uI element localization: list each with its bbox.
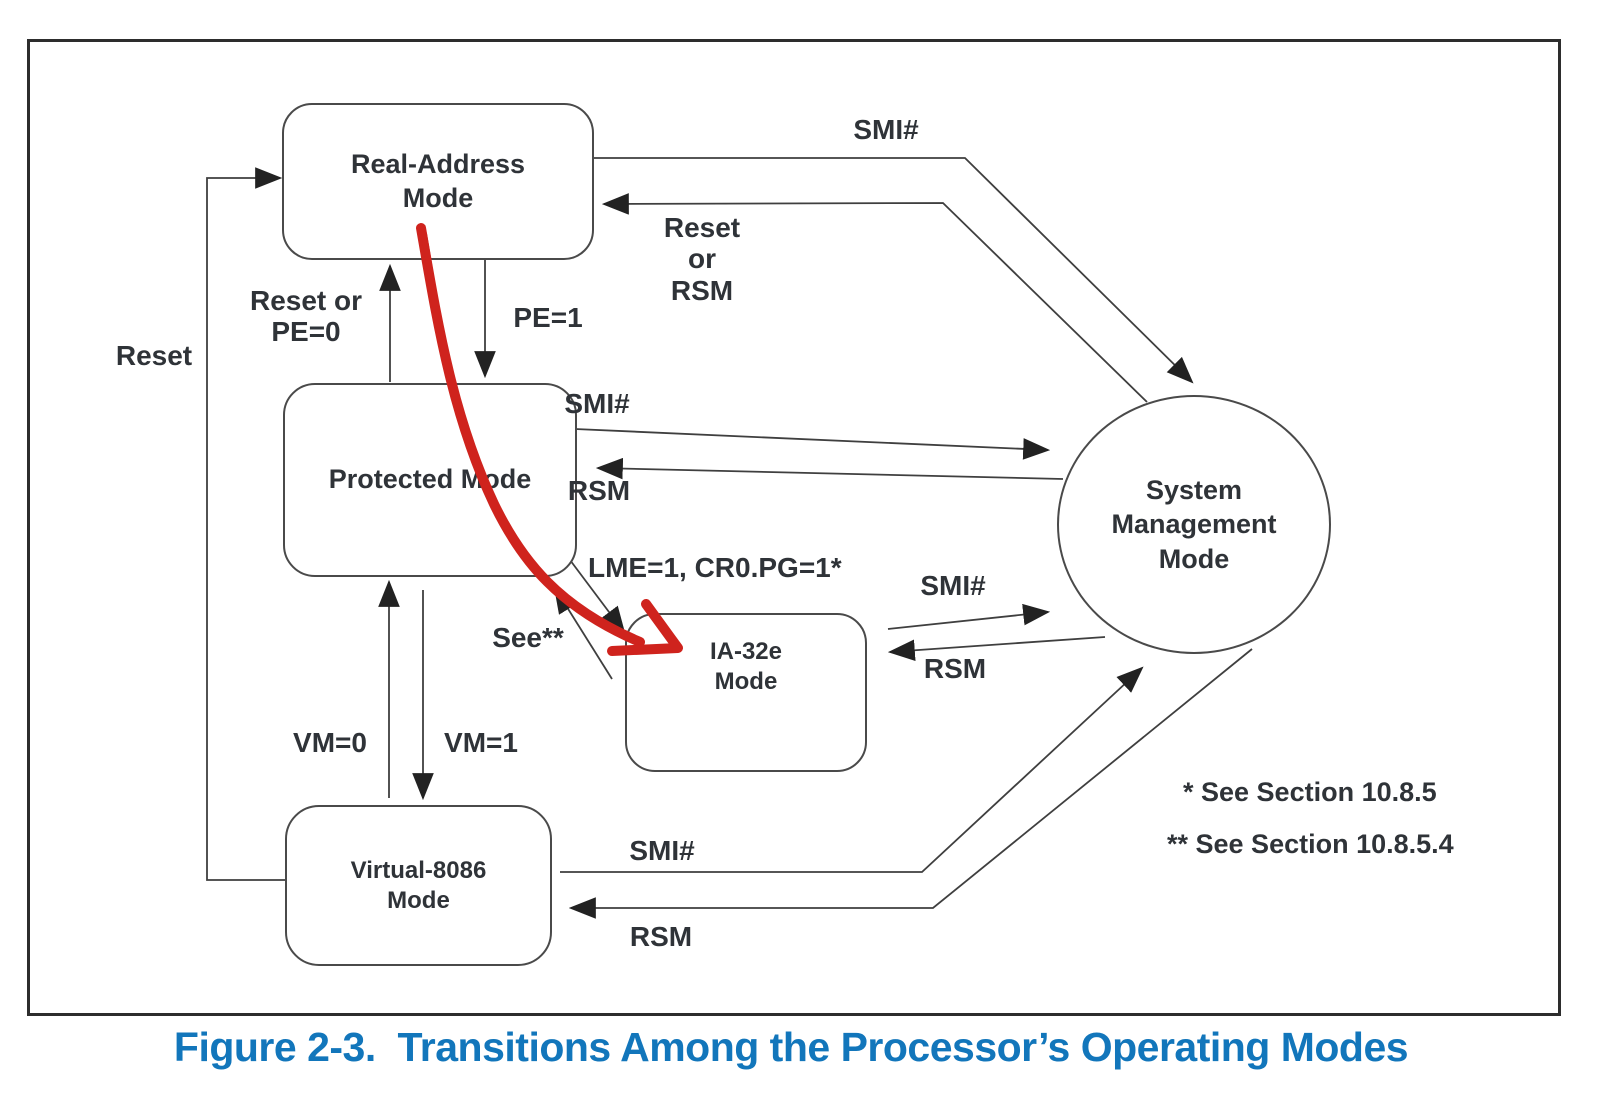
edge-label-smi-protected: SMI# [564,388,630,419]
node-protected-mode: Protected Mode [283,383,577,577]
edge-label-reset-or-rsm: Reset or RSM [663,212,741,306]
edge-reset-v86-to-real [206,167,285,881]
edge-smi-real-to-smm [592,157,1194,384]
edge-rsm-smm-to-protected [595,457,1064,480]
edge-label-rsm-v86: RSM [629,921,693,952]
figure-caption: Figure 2-3. Transitions Among the Proces… [173,1024,1409,1070]
footnote-see-section-1085: * See Section 10.8.5 [1183,777,1437,807]
edge-label-vm1: VM=1 [444,727,518,758]
edge-label-rsm-ia32e: RSM [923,653,987,684]
edge-label-pe1: PE=1 [513,302,583,333]
edge-lme-protected-to-ia32e [563,551,626,634]
edge-label-see: See** [492,622,564,653]
edge-label-vm0: VM=0 [293,727,367,758]
node-ia32e-mode: IA-32e Mode [625,613,867,772]
edge-label-reset: Reset [115,340,193,371]
node-system-management-mode: System Management Mode [1057,395,1331,654]
edge-label-smi-top: SMI# [853,114,919,145]
edge-label-rsm-protected: RSM [567,475,631,506]
red-arrow-shaft [416,223,645,647]
edge-smi-ia32e-to-smm [887,603,1051,630]
edge-reset-rsm-smm-to-real [601,193,1148,403]
edge-label-smi-v86: SMI# [629,835,695,866]
red-arrow-head [607,599,683,656]
edge-label-smi-ia32e: SMI# [920,570,986,601]
node-virtual-8086-mode: Virtual-8086 Mode [285,805,552,966]
node-real-address-mode: Real-Address Mode [282,103,594,260]
edge-smi-protected-to-smm [574,428,1051,460]
edge-smi-v86-to-smm [560,666,1144,873]
edge-rsm-smm-to-ia32e [887,636,1106,662]
figure-border [27,39,1561,1016]
edge-label-reset-or-pe0: Reset or PE=0 [249,285,363,348]
footnote-see-section-10854: ** See Section 10.8.5.4 [1167,829,1454,859]
edge-rsm-smm-to-v86 [568,648,1253,919]
red-arrow-tail-stroke [421,231,434,280]
edge-label-lme: LME=1, CR0.PG=1* [588,552,842,583]
